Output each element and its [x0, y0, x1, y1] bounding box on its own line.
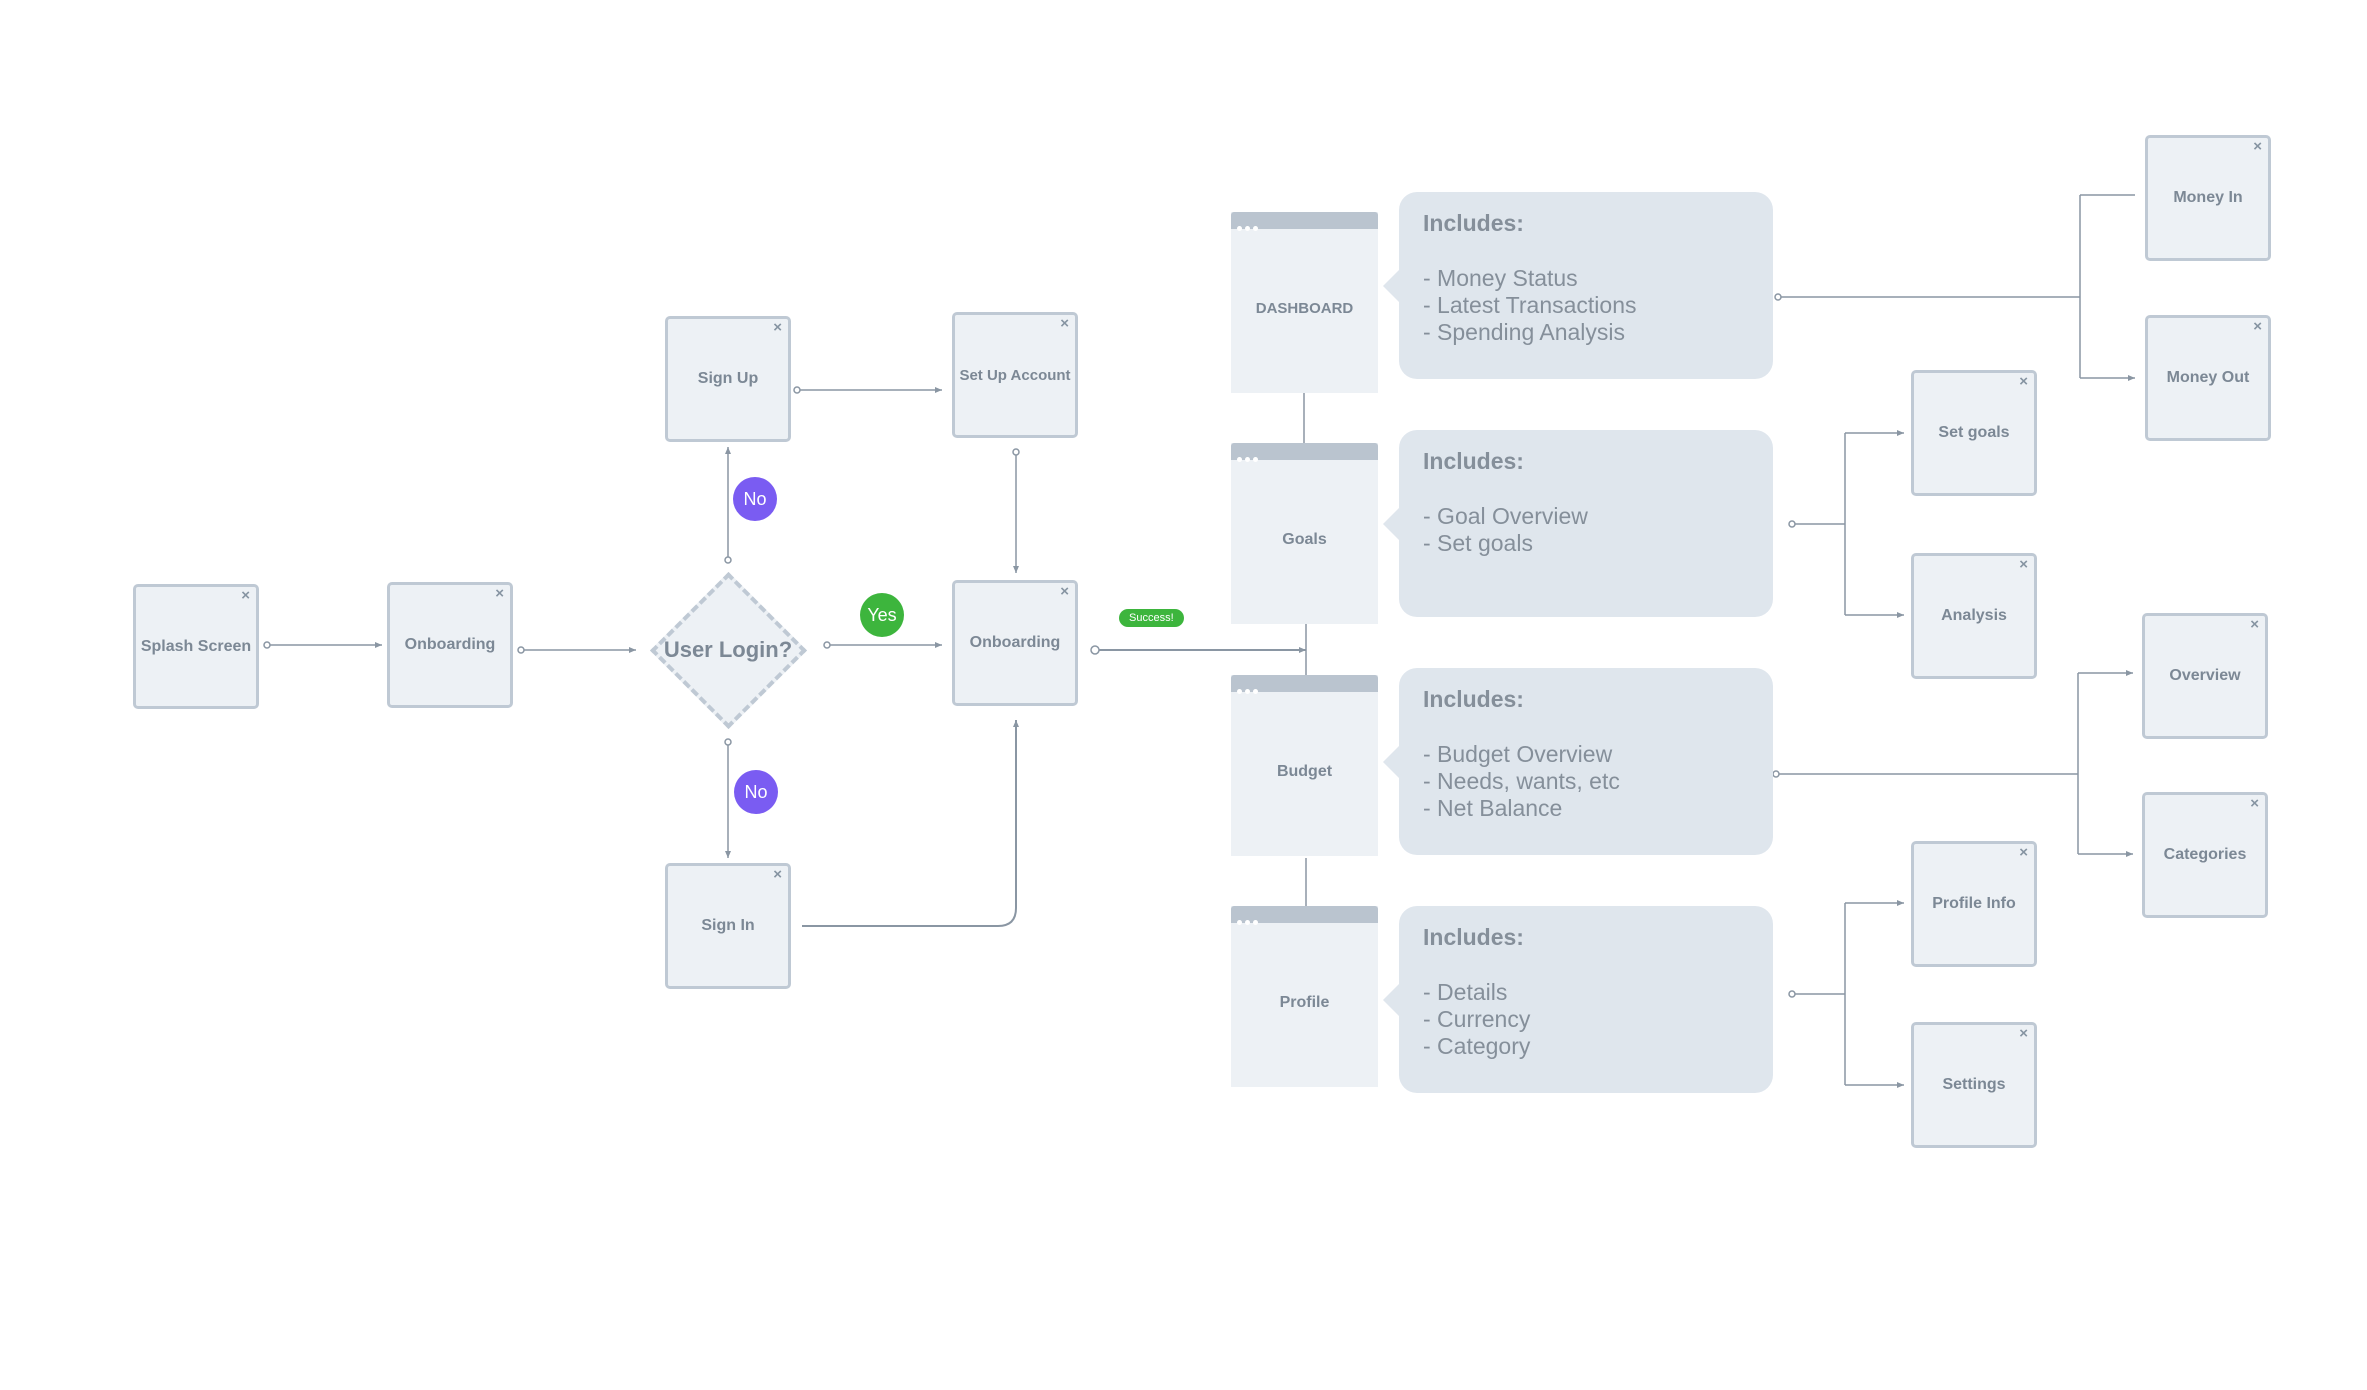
node-onboarding-after-login[interactable]: × Onboarding — [952, 580, 1078, 706]
window-title-bar — [1231, 443, 1378, 462]
node-label: Settings — [1942, 1076, 2006, 1093]
node-label: Onboarding — [969, 634, 1061, 651]
screen-label: Budget — [1276, 763, 1333, 780]
window-title-bar — [1231, 675, 1378, 694]
close-icon[interactable]: × — [2250, 616, 2259, 633]
node-label: Sign Up — [697, 370, 759, 387]
connector-dot — [263, 641, 271, 649]
node-settings[interactable]: × Settings — [1911, 1022, 2037, 1148]
window-title-bar — [1231, 906, 1378, 925]
bubble-item: - Currency — [1423, 1006, 1531, 1032]
node-label: Onboarding — [404, 636, 496, 653]
close-icon[interactable]: × — [2019, 1025, 2028, 1042]
bubble-item: - Latest Transactions — [1423, 292, 1637, 318]
bubble-item: - Goal Overview — [1423, 503, 1588, 529]
connector-dot — [1012, 448, 1020, 456]
node-label: Sign In — [701, 917, 755, 934]
decision-label: User Login? — [663, 637, 793, 662]
node-categories[interactable]: × Categories — [2142, 792, 2268, 918]
bubble-item: - Budget Overview — [1423, 741, 1613, 767]
bubble-item: - Needs, wants, etc — [1423, 768, 1620, 794]
node-overview[interactable]: × Overview — [2142, 613, 2268, 739]
connector — [802, 720, 1019, 927]
node-label: Overview — [2169, 667, 2241, 684]
bubble-item: - Category — [1423, 1033, 1531, 1059]
connector-dot — [1788, 520, 1796, 528]
screen-label: Goals — [1282, 531, 1327, 548]
node-splash-screen[interactable]: × Splash Screen — [133, 584, 259, 709]
close-icon[interactable]: × — [241, 587, 250, 604]
screen-goals[interactable]: Goals — [1231, 443, 1378, 624]
node-set-up-account[interactable]: × Set Up Account — [952, 312, 1078, 438]
bubble-item: - Net Balance — [1423, 795, 1563, 821]
screen-label: DASHBOARD — [1255, 300, 1354, 317]
close-icon[interactable]: × — [2253, 138, 2262, 155]
bubble-item: - Money Status — [1423, 265, 1578, 291]
profile-includes-bubble: Includes: - Details - Currency - Categor… — [1383, 906, 1773, 1093]
close-icon[interactable]: × — [495, 585, 504, 602]
node-label: Money Out — [2166, 369, 2250, 386]
close-icon[interactable]: × — [1060, 315, 1069, 332]
budget-includes-bubble: Includes: - Budget Overview - Needs, wan… — [1383, 668, 1773, 855]
node-label: Analysis — [1941, 607, 2007, 624]
close-icon[interactable]: × — [773, 319, 782, 336]
node-label: Set goals — [1938, 424, 2010, 441]
connector-dot — [1788, 990, 1796, 998]
node-onboarding[interactable]: × Onboarding — [387, 582, 513, 708]
node-label: Money In — [2173, 189, 2243, 206]
bubble-title: Includes: — [1423, 448, 1524, 474]
screen-profile[interactable]: Profile — [1231, 906, 1378, 1087]
success-badge: Success! — [1119, 609, 1184, 627]
close-icon[interactable]: × — [1060, 583, 1069, 600]
close-icon[interactable]: × — [2250, 795, 2259, 812]
no-badge: No — [733, 477, 777, 521]
close-icon[interactable]: × — [2019, 844, 2028, 861]
node-label: Categories — [2163, 846, 2247, 863]
close-icon[interactable]: × — [2019, 556, 2028, 573]
close-icon[interactable]: × — [773, 866, 782, 883]
connector-dot — [517, 646, 525, 654]
node-label: Set Up Account — [959, 366, 1071, 384]
close-icon[interactable]: × — [2253, 318, 2262, 335]
node-profile-info[interactable]: × Profile Info — [1911, 841, 2037, 967]
window-dots-icon — [1237, 681, 1261, 699]
yes-badge: Yes — [860, 593, 904, 637]
node-label: Profile Info — [1932, 895, 2016, 912]
connector-dot — [823, 641, 831, 649]
no-badge: No — [734, 770, 778, 814]
bubble-item: - Details — [1423, 979, 1508, 1005]
window-dots-icon — [1237, 912, 1261, 930]
node-set-goals[interactable]: × Set goals — [1911, 370, 2037, 496]
window-dots-icon — [1237, 449, 1261, 467]
connector-dot — [1772, 770, 1780, 778]
window-title-bar — [1231, 212, 1378, 231]
bubble-title: Includes: — [1423, 210, 1524, 236]
bubble-title: Includes: — [1423, 924, 1524, 950]
screen-dashboard[interactable]: DASHBOARD — [1231, 212, 1378, 393]
connector-dot — [1774, 293, 1782, 301]
node-sign-in[interactable]: × Sign In — [665, 863, 791, 989]
connector-dot — [1090, 645, 1100, 655]
dashboard-includes-bubble: Includes: - Money Status - Latest Transa… — [1383, 192, 1773, 379]
node-label: Splash Screen — [140, 637, 252, 655]
screen-label: Profile — [1279, 994, 1330, 1011]
screen-budget[interactable]: Budget — [1231, 675, 1378, 856]
node-money-out[interactable]: × Money Out — [2145, 315, 2271, 441]
node-sign-up[interactable]: × Sign Up — [665, 316, 791, 442]
node-money-in[interactable]: × Money In — [2145, 135, 2271, 261]
connector-dot — [793, 386, 801, 394]
node-analysis[interactable]: × Analysis — [1911, 553, 2037, 679]
bubble-title: Includes: — [1423, 686, 1524, 712]
window-dots-icon — [1237, 218, 1261, 236]
connector-dot — [724, 556, 732, 564]
bubble-item: - Set goals — [1423, 530, 1533, 556]
bubble-item: - Spending Analysis — [1423, 319, 1626, 345]
connector-dot — [724, 738, 732, 746]
goals-includes-bubble: Includes: - Goal Overview - Set goals — [1383, 430, 1773, 617]
close-icon[interactable]: × — [2019, 373, 2028, 390]
